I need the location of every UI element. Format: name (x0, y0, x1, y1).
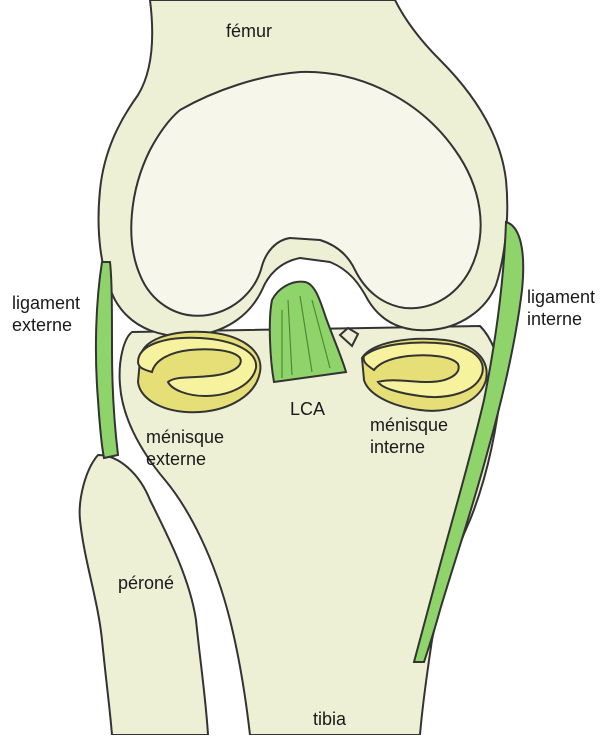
label-menisque-interne: ménisque interne (370, 414, 448, 458)
label-ligament-externe: ligament externe (12, 292, 80, 336)
label-femur: fémur (226, 20, 272, 42)
label-menisque-externe: ménisque externe (146, 426, 224, 470)
label-lca: LCA (290, 398, 325, 420)
label-ligament-interne: ligament interne (527, 286, 595, 330)
label-perone: péroné (118, 572, 174, 594)
label-tibia: tibia (313, 708, 346, 730)
